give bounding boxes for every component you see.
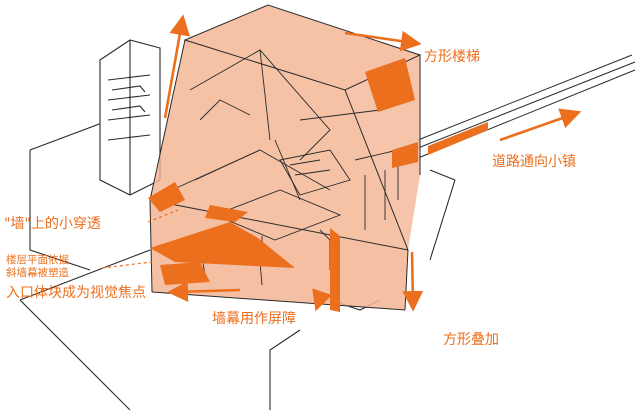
label-curtain-wall-screen: 墙幕用作屏障 xyxy=(212,311,296,327)
road-highlight xyxy=(428,122,488,155)
label-entrance-focus: 入口体块成为视觉焦点 xyxy=(6,285,146,301)
label-square-overlay: 方形叠加 xyxy=(443,332,499,348)
label-floor-plan: 楼层平面依据 斜墙幕被塑造 xyxy=(6,254,69,280)
label-square-stair: 方形楼梯 xyxy=(424,49,480,65)
leader-lines xyxy=(101,209,179,269)
label-floor-plan-line2: 斜墙幕被塑造 xyxy=(6,267,69,279)
orange-elements xyxy=(148,58,418,312)
direction-arrows xyxy=(163,14,582,312)
ground-plane xyxy=(19,119,456,411)
label-road-to-town: 道路通向小镇 xyxy=(492,154,576,170)
left-tower xyxy=(99,39,161,196)
label-wall-penetration: "墙"上的小穿透 xyxy=(4,216,101,232)
label-floor-plan-line1: 楼层平面依据 xyxy=(6,254,69,266)
